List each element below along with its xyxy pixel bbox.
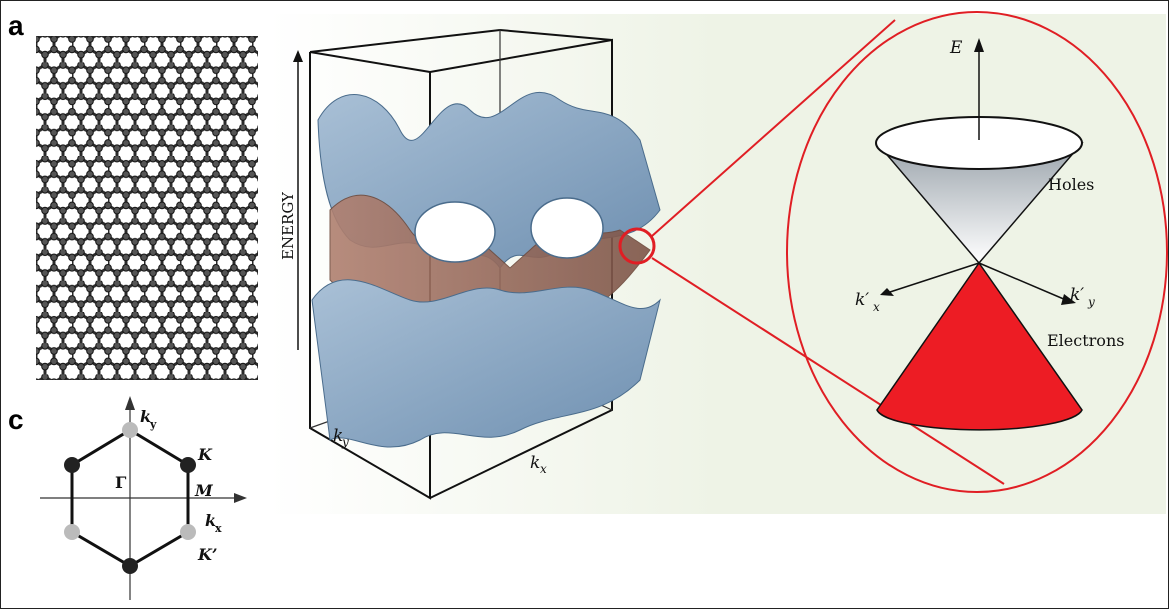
ky-label: k y (333, 426, 349, 449)
energy-axis-label: ENERGY (279, 191, 297, 260)
kpx-label: k′ x (855, 290, 880, 314)
bz-kx-main: k (205, 511, 216, 530)
kpx-label-sub: x (873, 300, 880, 314)
bz-ky-sub: y (149, 418, 157, 431)
ky-label-main: k (333, 426, 343, 446)
kx-label-main: k (530, 453, 540, 473)
kpy-label: k′ y (1070, 285, 1095, 309)
bz-kx-label: k x (205, 511, 222, 535)
ky-label-sub: y (341, 435, 349, 449)
brillouin-zone (40, 396, 247, 600)
graphene-lattice (36, 36, 258, 380)
band-surfaces (311, 92, 661, 448)
inset-energy-label: E (949, 38, 963, 58)
bz-ky-main: k (140, 407, 151, 426)
m-point-label: M (194, 481, 214, 500)
bz-ky-label: k y (140, 407, 157, 431)
kpx-label-main: k′ (855, 290, 869, 310)
panel-a-letter: a (8, 10, 24, 41)
kprime-point-label: K’ (197, 545, 217, 564)
kpy-label-main: k′ (1070, 285, 1084, 305)
bz-kx-sub: x (215, 522, 222, 535)
kpy-label-sub: y (1087, 295, 1095, 309)
dirac-cone (875, 38, 1084, 431)
kx-label: k x (530, 453, 547, 476)
holes-label: Holes (1048, 175, 1094, 194)
panel-c-letter: c (8, 404, 24, 435)
zoom-connector (618, 11, 1168, 493)
k-point-label: K (197, 445, 213, 464)
gamma-point-label: Γ (115, 473, 127, 492)
electrons-label: Electrons (1047, 331, 1124, 350)
kx-label-sub: x (540, 462, 547, 476)
energy-axis-arrow (293, 50, 303, 350)
